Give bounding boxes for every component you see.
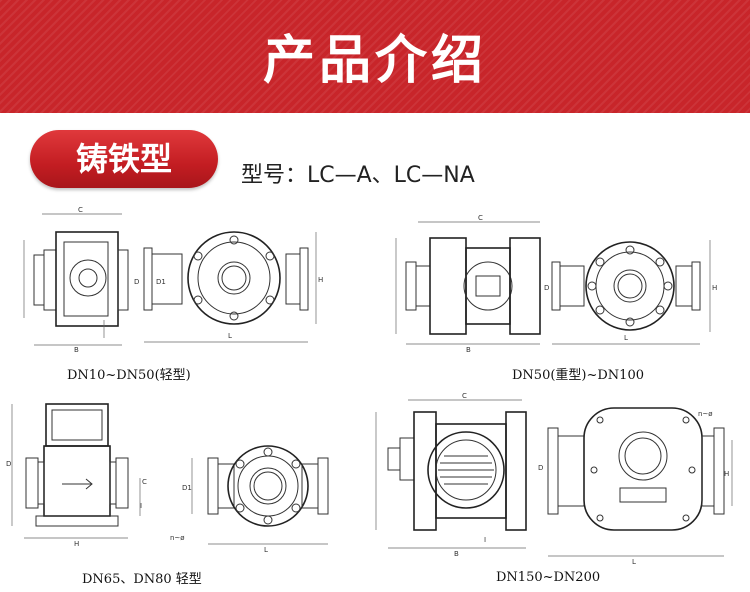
dim-label-c: C	[78, 206, 83, 214]
banner-title: 产品介绍	[262, 31, 487, 91]
dim-label-d1: D1	[156, 278, 166, 286]
drawing-1-front-view: L H D D1	[134, 231, 323, 343]
badge-label: 铸铁型	[75, 140, 172, 178]
dim-label-h: H	[712, 284, 717, 292]
caption-dn150-dn200: DN150~DN200	[496, 570, 601, 585]
dim-label-b: B	[466, 346, 471, 354]
dim-label-n-phi: n~ø	[698, 410, 713, 418]
dim-label-h: H	[74, 540, 79, 548]
drawing-2-front-view: L H D	[544, 240, 717, 345]
caption-dn50-dn100: DN50(重型)~DN100	[512, 368, 644, 383]
model-number: 型号：LC—A、LC—NA	[241, 163, 475, 188]
dim-label-i: I	[140, 502, 142, 510]
drawing-3-side-view: D H C I	[6, 403, 147, 548]
dim-label-l: L	[624, 334, 628, 342]
drawing-4-front-view: L H D n~ø	[538, 407, 733, 566]
dim-label-h: H	[724, 470, 729, 478]
dim-label-d: D	[6, 460, 11, 468]
dim-label-b: B	[74, 346, 79, 354]
caption-dn65-dn80: DN65、DN80 轻型	[82, 572, 202, 587]
dim-label-c: C	[462, 392, 467, 400]
dim-label-h: H	[318, 276, 323, 284]
dim-label-d1: D1	[182, 484, 192, 492]
dim-label-l: L	[632, 558, 636, 566]
dim-label-i: I	[484, 536, 486, 544]
dim-label-b: B	[454, 550, 459, 558]
dim-label-d: D	[544, 284, 549, 292]
drawing-1-side-view: C B	[23, 206, 129, 354]
category-badge: 铸铁型	[30, 130, 218, 188]
header-banner: 产品介绍	[0, 0, 750, 113]
dim-label-d: D	[538, 464, 543, 472]
drawing-4-side-view: C B I	[375, 392, 527, 558]
caption-dn10-dn50: DN10~DN50(轻型)	[67, 368, 191, 383]
dim-label-n-phi: n~ø	[170, 534, 185, 542]
dim-label-d: D	[134, 278, 139, 286]
dim-label-c: C	[478, 214, 483, 222]
dim-label-l: L	[264, 546, 268, 554]
dim-label-c: C	[142, 478, 147, 486]
drawing-3-front-view: L D1 n~ø	[170, 445, 329, 554]
dim-label-l: L	[228, 332, 232, 340]
drawing-2-side-view: C B	[395, 214, 541, 354]
